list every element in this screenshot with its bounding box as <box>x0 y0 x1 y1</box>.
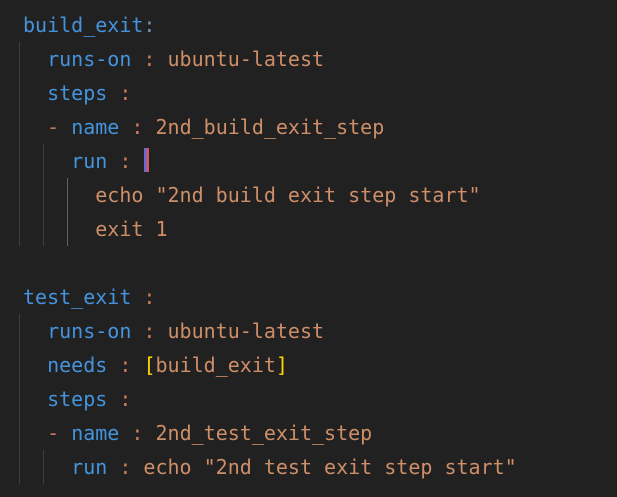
yaml-punctuation: : <box>131 319 168 343</box>
indent-guide-active <box>67 178 68 212</box>
yaml-punctuation: - <box>47 421 72 445</box>
code-line[interactable]: run : echo "2nd test exit step start" <box>0 450 617 484</box>
yaml-punctuation: : <box>107 81 132 105</box>
yaml-value: echo "2nd build exit step start" <box>95 183 481 207</box>
yaml-bracket: ] <box>275 353 288 377</box>
indent-guide-active <box>67 212 68 246</box>
yaml-key: name <box>71 115 120 139</box>
code-line[interactable]: - name : 2nd_test_exit_step <box>0 416 617 450</box>
indent-guide <box>19 416 20 450</box>
code-line[interactable]: steps : <box>0 76 617 110</box>
yaml-key: name <box>71 421 120 445</box>
yaml-punctuation: : <box>107 353 144 377</box>
yaml-key: test_exit <box>23 285 132 309</box>
yaml-key: run <box>71 149 108 173</box>
code-line[interactable]: steps : <box>0 382 617 416</box>
yaml-value: ubuntu-latest <box>167 47 325 71</box>
indent-guide <box>43 178 44 212</box>
code-line[interactable]: run : | <box>0 144 617 178</box>
yaml-key: steps <box>47 81 108 105</box>
indent-whitespace <box>23 183 95 207</box>
indent-guide <box>19 178 20 212</box>
indent-whitespace <box>23 217 95 241</box>
indent-whitespace <box>23 387 47 411</box>
indent-guide <box>19 144 20 178</box>
indent-guide <box>19 42 20 76</box>
indent-guide <box>19 76 20 110</box>
indent-whitespace <box>23 47 47 71</box>
indent-whitespace <box>23 81 47 105</box>
yaml-bracket: [ <box>143 353 156 377</box>
yaml-value: 2nd_build_exit_step <box>155 115 385 139</box>
code-line[interactable]: exit 1 <box>0 212 617 246</box>
indent-whitespace <box>23 115 47 139</box>
yaml-punctuation: : <box>107 149 144 173</box>
indent-whitespace <box>23 319 47 343</box>
indent-whitespace <box>23 421 47 445</box>
indent-whitespace <box>23 353 47 377</box>
indent-guide <box>19 450 20 484</box>
code-area[interactable]: build_exit: runs-on : ubuntu-latest step… <box>0 8 617 484</box>
yaml-value: echo "2nd test exit step start" <box>143 455 517 479</box>
yaml-punctuation: : <box>107 455 144 479</box>
yaml-punctuation: : <box>119 115 156 139</box>
code-line[interactable]: runs-on : ubuntu-latest <box>0 314 617 348</box>
yaml-key: steps <box>47 387 108 411</box>
indent-guide <box>19 212 20 246</box>
indent-guide <box>43 144 44 178</box>
yaml-value: build_exit <box>155 353 276 377</box>
yaml-value: exit 1 <box>95 217 168 241</box>
code-line[interactable]: echo "2nd build exit step start" <box>0 178 617 212</box>
indent-whitespace <box>23 149 71 173</box>
yaml-punctuation: - <box>47 115 72 139</box>
code-line[interactable]: needs : [build_exit] <box>0 348 617 382</box>
block-scalar-pipe-cursor: | <box>144 148 150 172</box>
yaml-key: runs-on <box>47 319 132 343</box>
yaml-key-colon: : <box>143 13 156 37</box>
yaml-value: ubuntu-latest <box>167 319 325 343</box>
indent-guide <box>43 212 44 246</box>
indent-guide <box>19 314 20 348</box>
yaml-key: needs <box>47 353 108 377</box>
yaml-key: run <box>71 455 108 479</box>
code-line[interactable]: runs-on : ubuntu-latest <box>0 42 617 76</box>
yaml-punctuation: : <box>119 421 156 445</box>
code-line[interactable]: build_exit: <box>0 8 617 42</box>
yaml-key: build_exit <box>23 13 144 37</box>
yaml-value: 2nd_test_exit_step <box>155 421 373 445</box>
code-line[interactable]: test_exit : <box>0 280 617 314</box>
yaml-punctuation: : <box>131 285 156 309</box>
yaml-punctuation: : <box>107 387 132 411</box>
yaml-key: runs-on <box>47 47 132 71</box>
indent-whitespace <box>23 455 71 479</box>
code-line[interactable]: - name : 2nd_build_exit_step <box>0 110 617 144</box>
indent-guide <box>19 382 20 416</box>
yaml-punctuation: : <box>131 47 168 71</box>
code-line[interactable] <box>0 246 617 280</box>
indent-guide <box>19 348 20 382</box>
indent-guide <box>43 450 44 484</box>
indent-guide <box>19 110 20 144</box>
